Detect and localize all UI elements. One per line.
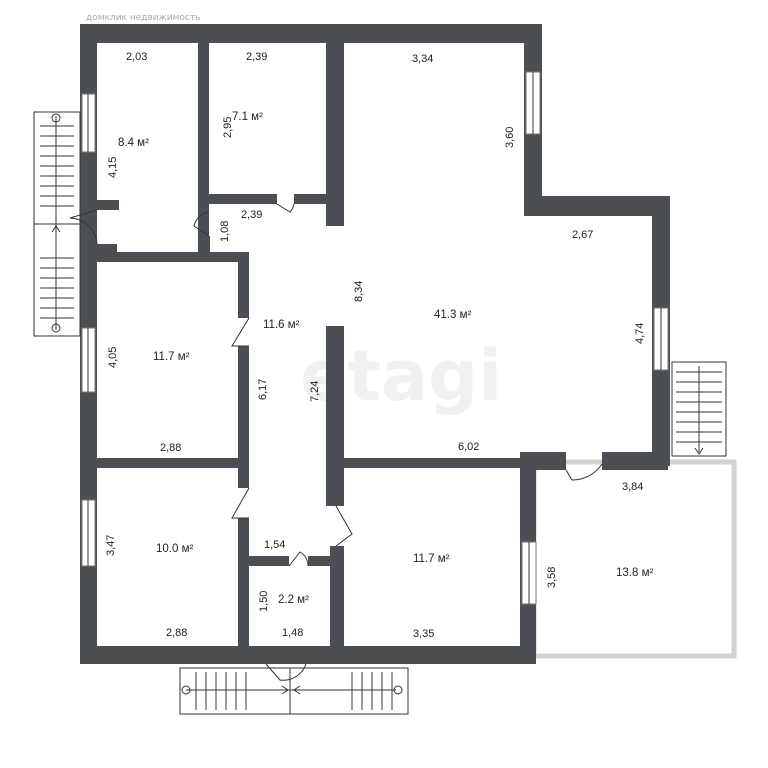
dim-label: 3,47 [105,535,117,556]
dim-label: 1,08 [219,221,231,242]
room-area-bath: 2.2 м² [278,594,309,606]
dim-label: 3,58 [546,567,558,588]
dim-label: 8,34 [353,281,365,302]
dim-label: 7,24 [309,381,321,402]
stairs-south [179,667,409,715]
brand-label: домклик недвижимость [86,13,200,23]
dim-label: 1,54 [264,539,285,551]
room-area-closet: 7.1 м² [232,111,263,123]
dim-label: 3,60 [504,127,516,148]
dim-label: 2,03 [126,51,147,63]
room-area-south: 11.7 м² [413,553,450,565]
dim-label: 4,15 [107,157,119,178]
room-area-sw: 10.0 м² [156,543,193,555]
dim-label: 3,84 [622,481,643,493]
dim-label: 1,48 [282,627,303,639]
dim-label: 4,74 [634,323,646,344]
dim-label: 6,02 [458,441,479,453]
doors [69,203,603,681]
stairs-west [33,111,81,337]
dim-label: 6,17 [257,379,269,400]
windows [81,71,669,605]
room-area-terrace: 13.8 м² [616,567,653,579]
dim-label: 2,95 [222,117,234,138]
room-area-corridor: 11.6 м² [263,319,300,331]
stairs-east [671,361,727,457]
dim-label: 3,35 [413,628,434,640]
dim-label: 1,50 [258,591,270,612]
room-area-nw: 8.4 м² [118,137,149,149]
dim-label: 2,67 [572,229,593,241]
room-area-living: 41.3 м² [434,309,471,321]
dim-label: 2,39 [241,209,262,221]
dim-label: 2,88 [160,442,181,454]
dim-label: 4,05 [107,347,119,368]
room-area-west-mid: 11.7 м² [153,351,190,363]
dim-label: 2,88 [166,627,187,639]
dim-label: 3,34 [412,53,433,65]
dim-label: 2,39 [246,51,267,63]
